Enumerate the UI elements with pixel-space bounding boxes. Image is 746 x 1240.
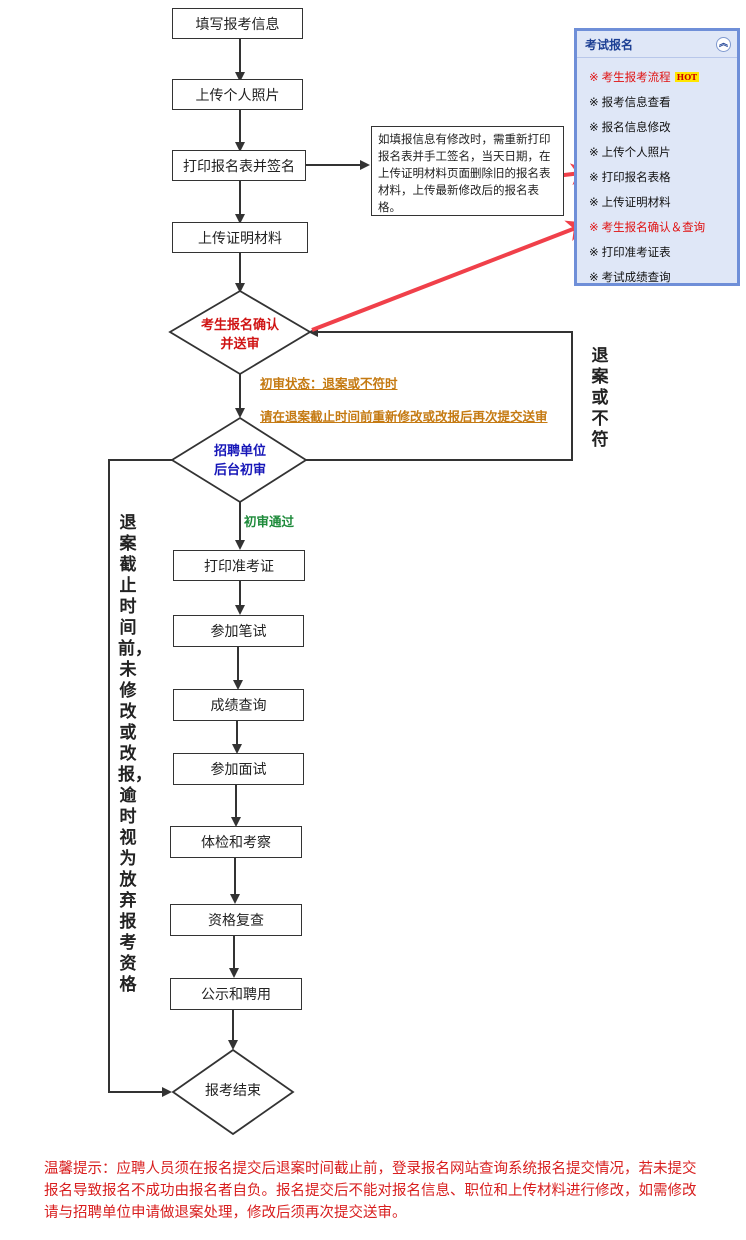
panel-item-5[interactable]: ※上传证明材料	[577, 189, 737, 214]
reject-status-label: 初审状态：退案或不符时	[260, 376, 398, 391]
reference-mark-icon: ※	[589, 219, 599, 234]
step-medical-check: 体检和考察	[170, 826, 302, 858]
reference-mark-icon: ※	[589, 119, 599, 134]
step-interview: 参加面试	[173, 753, 304, 785]
reference-mark-icon: ※	[589, 194, 599, 209]
reject-vertical-text: 退案或不符	[591, 346, 609, 450]
panel-item-label: 考试成绩查询	[601, 269, 671, 284]
panel-item-label: 报考信息查看	[601, 94, 671, 109]
reference-mark-icon: ※	[589, 144, 599, 159]
end-diamond	[171, 1048, 295, 1136]
panel-item-4[interactable]: ※打印报名表格	[577, 164, 737, 189]
passed-label: 初审通过	[244, 514, 295, 529]
end-label: 报考结束	[205, 1083, 261, 1099]
step-print-ticket: 打印准考证	[173, 550, 305, 581]
panel-item-label: 报名信息修改	[601, 119, 671, 134]
step-upload-photo: 上传个人照片	[172, 79, 303, 110]
reference-mark-icon: ※	[589, 269, 599, 284]
panel-item-label: 打印准考证表	[601, 244, 671, 259]
collapse-icon[interactable]: ︽	[716, 36, 731, 52]
panel-item-8[interactable]: ※考试成绩查询	[577, 264, 737, 289]
panel-item-label: 考生报名确认＆查询	[601, 219, 706, 234]
review-diamond	[170, 416, 308, 504]
review-label-line1: 招聘单位	[213, 444, 266, 459]
step-upload-proof: 上传证明材料	[172, 222, 308, 253]
review-label-line2: 后台初审	[213, 463, 266, 478]
timeout-arrow	[108, 459, 172, 1097]
step-written-exam: 参加笔试	[173, 615, 304, 647]
confirm-label: 考生报名确认 并送审	[180, 316, 300, 354]
confirm-label-line1: 考生报名确认	[200, 318, 279, 333]
red-arrow-confirm	[311, 220, 589, 332]
reference-mark-icon: ※	[589, 94, 599, 109]
reject-loop-arrow	[306, 327, 573, 461]
panel-item-label: 打印报名表格	[601, 169, 671, 184]
reference-mark-icon: ※	[589, 69, 599, 84]
panel-item-label: 考生报考流程	[601, 69, 671, 84]
footnote-tip: 温馨提示：应聘人员须在报名提交后退案时间截止前，登录报名网站查询系统报名提交情况…	[44, 1161, 697, 1221]
modification-note: 如填报信息有修改时，需重新打印报名表并手工签名，当天日期，在上传证明材料页面删除…	[371, 126, 564, 216]
panel-item-7[interactable]: ※打印准考证表	[577, 239, 737, 264]
step-score-query: 成绩查询	[173, 689, 304, 721]
confirm-label-line2: 并送审	[220, 337, 260, 352]
panel-item-2[interactable]: ※报名信息修改	[577, 114, 737, 139]
panel-item-6[interactable]: ※考生报名确认＆查询	[577, 214, 737, 239]
step-publicity-hiring: 公示和聘用	[170, 978, 302, 1010]
panel-header: 考试报名 ︽	[577, 31, 737, 58]
hot-badge: HOT	[674, 71, 700, 82]
reference-mark-icon: ※	[589, 244, 599, 259]
step-print-form: 打印报名表并签名	[172, 150, 306, 181]
step-fill-info: 填写报考信息	[172, 8, 303, 39]
reference-mark-icon: ※	[589, 169, 599, 184]
step-qualification-review: 资格复查	[170, 904, 302, 936]
panel-item-label: 上传个人照片	[601, 144, 671, 159]
panel-title: 考试报名	[585, 37, 634, 52]
resubmit-label: 请在退案截止时间前重新修改或改报后再次提交送审	[260, 409, 548, 424]
timeout-vertical-text: 退案截止时间前，未修改或改报，逾时视为放弃报考资格	[118, 513, 152, 995]
panel-item-1[interactable]: ※报考信息查看	[577, 89, 737, 114]
panel-item-label: 上传证明材料	[601, 194, 671, 209]
panel-item-3[interactable]: ※上传个人照片	[577, 139, 737, 164]
review-label: 招聘单位 后台初审	[180, 442, 300, 480]
confirm-diamond	[168, 289, 312, 376]
